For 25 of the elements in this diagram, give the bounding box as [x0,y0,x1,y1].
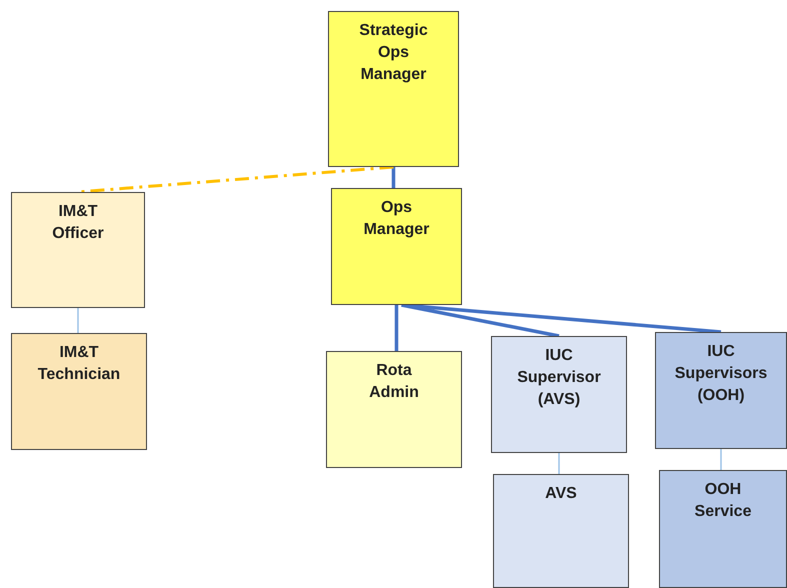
role-box [491,336,627,453]
role-box [331,188,462,305]
connector-line [394,305,398,351]
role-title: Ops Manager [362,198,430,240]
role-box [11,333,147,450]
role-title: OOH Service [694,480,752,522]
role-title: IUC Supervisor (AVS) [516,346,602,410]
connector-line [401,303,560,338]
connector-line [77,308,79,333]
role-title: AVS [544,484,578,504]
role-box [655,332,787,449]
role-box [11,192,145,308]
connector-line [558,453,560,474]
role-box [328,11,459,167]
role-box [659,470,787,588]
connector-line [720,449,722,470]
role-title: IM&T Officer [51,202,105,244]
connector-line [401,303,722,334]
connector-line [392,167,396,188]
role-title: IM&T Technician [36,343,122,385]
role-title: Rota Admin [368,361,420,403]
role-box [493,474,629,588]
role-title: Strategic Ops Manager [358,21,429,85]
role-title: IUC Supervisors (OOH) [674,342,768,406]
role-box [326,351,462,468]
